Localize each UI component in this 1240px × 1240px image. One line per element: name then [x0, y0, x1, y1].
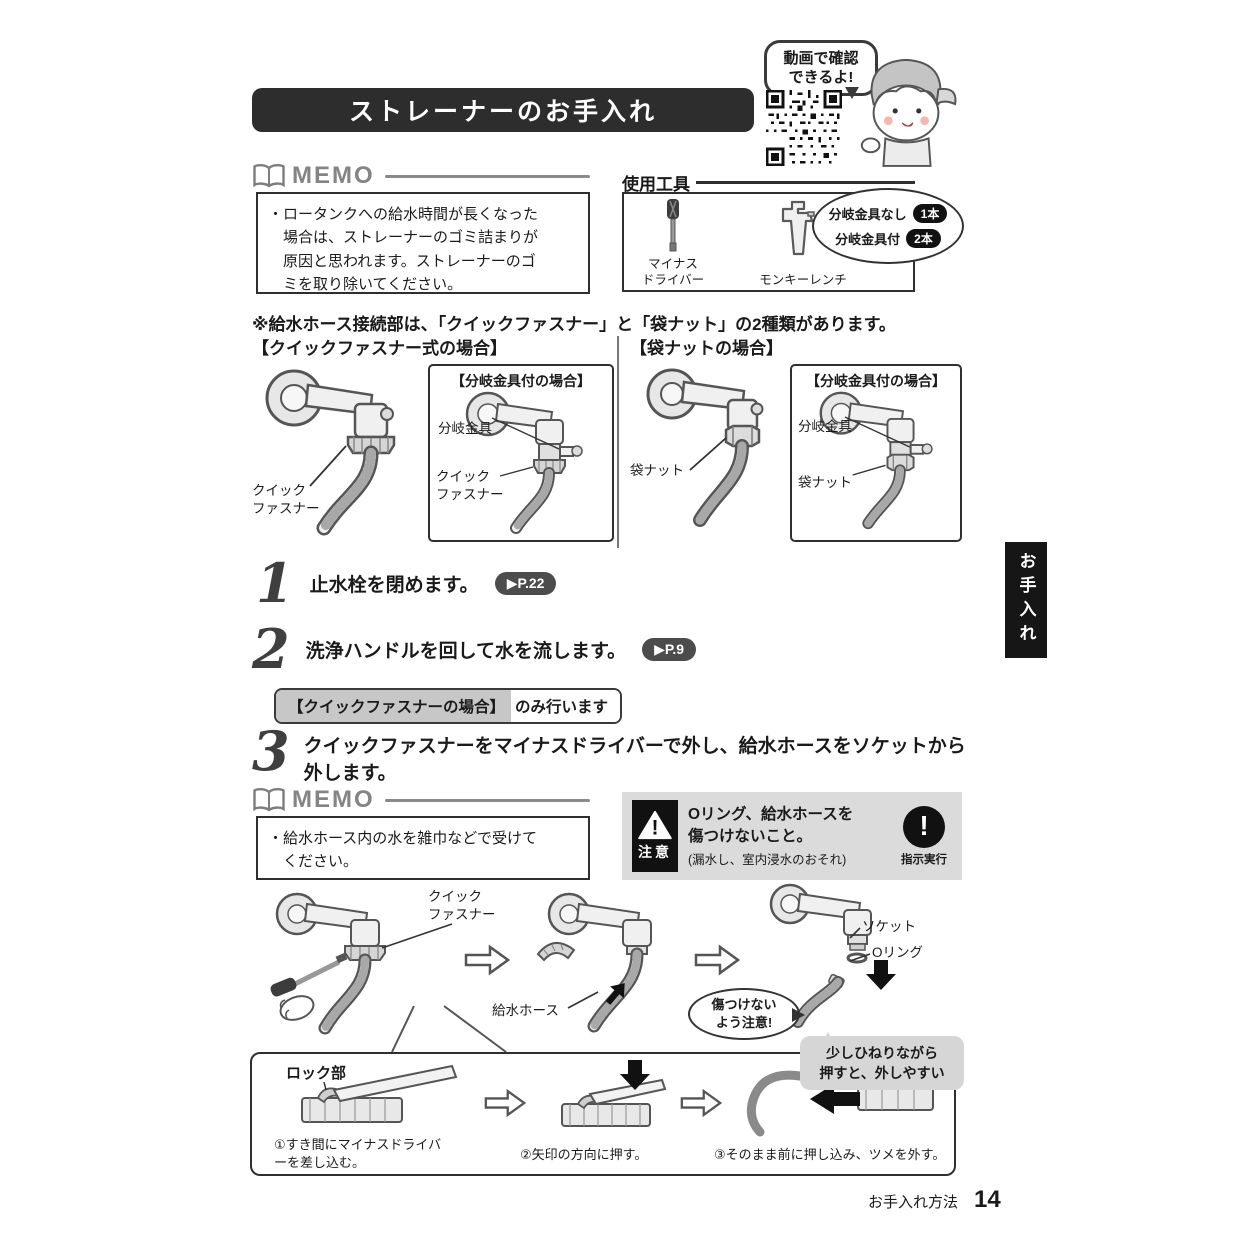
seq-fastener-label: クイック ファスナー	[428, 889, 496, 922]
monkey-wrench-icon	[781, 200, 815, 256]
quick-only-rest: のみ行います	[511, 690, 621, 722]
lock-step3-caption: ③そのまま前に押し込み、ツメを外す。	[714, 1147, 946, 1162]
side-tab-care: お手入れ	[1005, 542, 1047, 658]
caution-body: Oリング、給水ホースを 傷つけないこと。 (漏水し、室内浸水のおそれ)	[688, 804, 886, 868]
step-2-number: 2	[252, 617, 290, 681]
diagram-quick-fastener: 【クイックファスナー式の場合】 クイック ファスナー 【分岐金具付の場合】	[252, 334, 616, 550]
footer-section-label: お手入れ方法	[868, 1194, 959, 1211]
mascot-character	[860, 58, 957, 167]
page-footer: お手入れ方法 14	[868, 1186, 1001, 1214]
connection-type-note: ※給水ホース接続部は、「クイックファスナー」と「袋ナット」の2種類があります。	[252, 315, 896, 334]
tool-count-callout: 分岐金具なし 1本 分岐金具付 2本	[812, 188, 964, 264]
video-check-bubble: 動画で確認 できるよ!	[764, 40, 878, 99]
quick-branch-illustration	[465, 391, 583, 534]
memo2-label: MEMO	[292, 786, 375, 813]
lock-step1-illustration	[301, 1064, 458, 1123]
lock-step2-caption: ②矢印の方向に押す。	[520, 1147, 648, 1162]
flow-arrow	[694, 944, 740, 976]
quick-branch-title: 【分岐金具付の場合】	[451, 373, 591, 389]
wrench-label: モンキーレンチ	[759, 273, 847, 287]
nut-branch-sub-box: 【分岐金具付の場合】 分岐金具 袋ナット	[790, 364, 962, 542]
no-branch-count-badge: 1本	[912, 204, 948, 223]
quick-fastener-sub-label: クイック ファスナー	[436, 469, 504, 502]
seq-oring-label: Oリング	[872, 945, 924, 960]
caution-label: 注意	[638, 844, 672, 860]
seq-socket-label: ソケット	[862, 919, 916, 934]
flow-arrow	[680, 1088, 722, 1118]
memo-book-icon	[253, 163, 285, 188]
step-3-text: クイックファスナーをマイナスドライバーで外し、給水ホースをソケットから 外します…	[303, 736, 966, 784]
tools-rule	[696, 181, 915, 184]
lock-step3-illustration	[746, 1070, 934, 1137]
memo1-text: ・ロータンクへの給水時間が長くなった 場合は、ストレーナーのゴミ詰まりが 原因と…	[256, 192, 590, 294]
quick-only-bracket: 【クイックファスナーの場合】	[276, 690, 512, 722]
branch-fitting-label: 分岐金具	[798, 419, 852, 434]
memo2-text: ・給水ホース内の水を雑巾などで受けて ください。	[256, 816, 590, 880]
step-2: 2 洗浄ハンドルを回して水を流します。 ▶P.9	[252, 617, 697, 681]
screwdriver-label: マイナス ドライバー	[641, 257, 705, 288]
step-1-number: 1	[256, 551, 294, 615]
quick-fastener-label: クイック ファスナー	[252, 483, 320, 516]
caution-note: (漏水し、室内浸水のおそれ)	[688, 853, 847, 868]
flow-arrow	[464, 944, 510, 976]
bag-nut-label: 袋ナット	[630, 463, 684, 478]
memo2-rule	[384, 798, 590, 802]
footer-page-number: 14	[974, 1186, 1001, 1213]
lock-part-label: ロック部	[286, 1065, 347, 1082]
mandatory-action-label: 指示実行	[901, 853, 947, 866]
page-ref-p22[interactable]: ▶P.22	[494, 571, 557, 595]
lock-step1-caption: ①すき間にマイナスドライバ ーを差し込む。	[274, 1137, 442, 1171]
step-1: 1 止水栓を閉めます。 ▶P.22	[256, 551, 557, 615]
tools-header: 使用工具	[622, 170, 915, 195]
flow-arrow	[484, 1088, 526, 1118]
memo1-rule	[384, 174, 590, 178]
with-branch-count-badge: 2本	[906, 229, 941, 248]
caution-sign: ! 注意	[632, 800, 678, 872]
step-3-number: 3	[252, 719, 290, 783]
lock-step2-illustration	[561, 1060, 667, 1127]
mandatory-action: ! 指示実行	[896, 805, 952, 867]
page-title: ストレーナーのお手入れ	[252, 88, 754, 132]
quick-fastener-illustration	[265, 369, 396, 536]
diagram-divider	[617, 336, 619, 548]
branch-fitting-label: 分岐金具	[438, 421, 492, 436]
diagram-quick-title: 【クイックファスナー式の場合】	[252, 339, 507, 358]
tools-label: 使用工具	[622, 175, 690, 194]
caution-exclamation: !	[651, 817, 658, 840]
nut-branch-illustration	[819, 391, 933, 530]
step-1-text: 止水栓を閉めます。	[309, 574, 479, 596]
page-ref-p9[interactable]: ▶P.9	[642, 637, 697, 661]
quick-branch-sub-box: 【分岐金具付の場合】 分岐金具 クイック ファスナー	[428, 364, 614, 542]
no-branch-label: 分岐金具なし	[828, 207, 907, 222]
step-3: 3 クイックファスナーをマイナスドライバーで外し、給水ホースをソケットから 外し…	[252, 724, 966, 785]
bag-nut-illustration	[646, 368, 764, 527]
mandatory-exclamation-icon: !	[903, 805, 945, 848]
memo1-header: MEMO	[252, 162, 590, 190]
flathead-screwdriver-icon	[667, 199, 679, 252]
with-branch-label: 分岐金具付	[835, 232, 901, 247]
step-2-text: 洗浄ハンドルを回して水を流します。	[305, 640, 627, 662]
diagram-nut-title: 【袋ナットの場合】	[630, 339, 783, 358]
scratch-warning-bubble: 傷つけない よう注意!	[688, 988, 805, 1040]
caution-text: Oリング、給水ホースを 傷つけないこと。	[688, 805, 854, 845]
memo-book-icon	[253, 787, 285, 812]
magnify-lines	[391, 1005, 507, 1053]
removal-sequence: クイック ファスナー 給水ホース ソケット Oリング 傷つけない よう注意!	[252, 882, 964, 1054]
memo1-label: MEMO	[292, 162, 375, 189]
stage2-fastener-removed-illustration	[536, 892, 652, 1033]
stage1-pry-fastener-illustration	[270, 892, 386, 1035]
bag-nut-sub-label: 袋ナット	[798, 475, 852, 490]
caution-box: ! 注意 Oリング、給水ホースを 傷つけないこと。 (漏水し、室内浸水のおそれ)…	[622, 792, 962, 880]
tool-count-row: 分岐金具なし 1本	[829, 204, 948, 223]
seq-hose-label: 給水ホース	[492, 1003, 559, 1018]
quick-fastener-only-note: 【クイックファスナーの場合】のみ行います	[274, 688, 623, 724]
memo2-header: MEMO	[252, 786, 590, 814]
qr-code	[766, 90, 842, 166]
diagram-bag-nut: 【袋ナットの場合】 袋ナット 【分岐金具付の場合】	[630, 334, 962, 550]
tool-count-row: 分岐金具付 2本	[835, 229, 941, 248]
twist-tip-bubble: 少しひねりながら 押すと、外しやすい	[800, 1032, 964, 1090]
warning-triangle-icon: !	[638, 810, 672, 840]
nut-branch-title: 【分岐金具付の場合】	[806, 373, 946, 389]
